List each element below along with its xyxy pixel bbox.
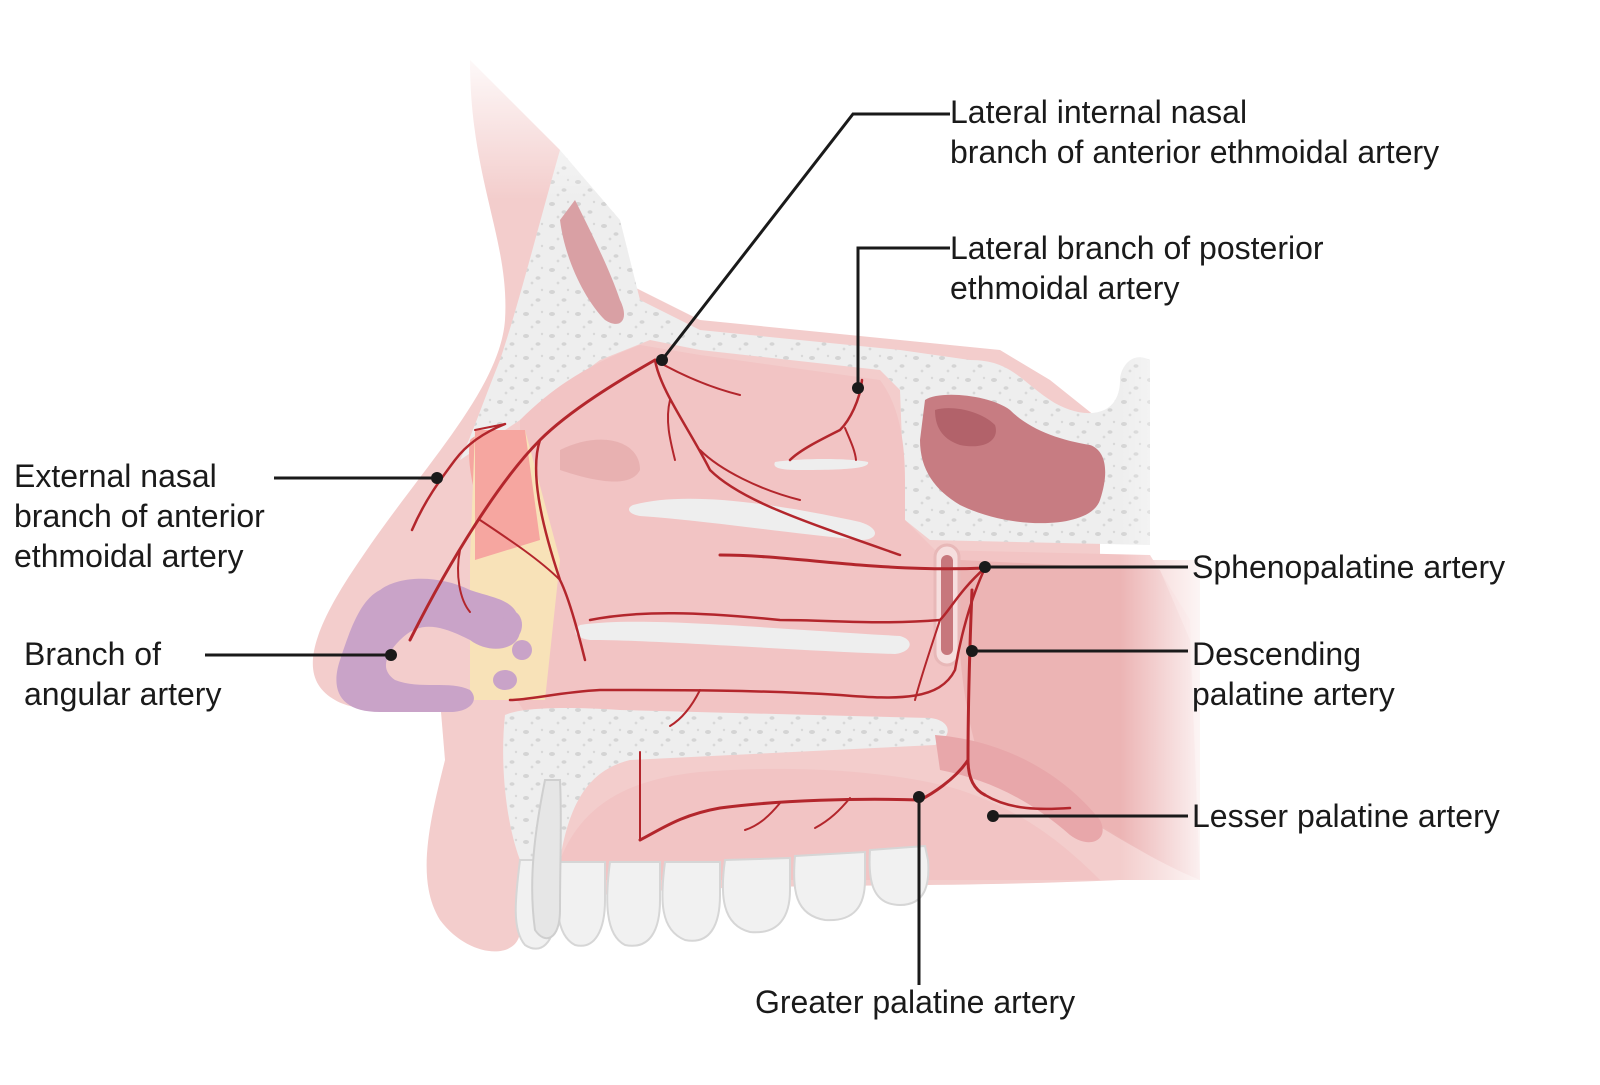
label-line: Lateral branch of posterior [950, 230, 1324, 266]
label-sphenopalatine-artery: Sphenopalatine artery [1192, 547, 1505, 587]
incisor [531, 779, 562, 940]
label-line: Sphenopalatine artery [1192, 549, 1506, 585]
label-line: Greater palatine artery [755, 984, 1076, 1020]
label-line: branch of anterior ethmoidal artery [950, 134, 1440, 170]
label-lateral-internal-nasal-branch: Lateral internal nasal branch of anterio… [950, 92, 1439, 172]
label-line: Branch of [24, 636, 161, 672]
middle-turbinate [628, 498, 875, 540]
label-line: Lateral internal nasal [950, 94, 1248, 130]
label-line: branch of anterior [14, 498, 265, 534]
label-descending-palatine-artery: Descending palatine artery [1192, 634, 1395, 714]
label-line: ethmoidal artery [14, 538, 244, 574]
arteries [408, 358, 1072, 842]
label-line: Lesser palatine artery [1192, 798, 1500, 834]
label-line: palatine artery [1192, 676, 1395, 712]
label-line: External nasal [14, 458, 217, 494]
label-greater-palatine-artery: Greater palatine artery [755, 982, 1075, 1022]
label-line: angular artery [24, 676, 222, 712]
label-lateral-branch-posterior-ethmoidal: Lateral branch of posterior ethmoidal ar… [950, 228, 1324, 308]
leader-lines [205, 112, 1188, 985]
label-line: Descending [1192, 636, 1361, 672]
label-line: ethmoidal artery [950, 270, 1180, 306]
label-external-nasal-branch: External nasal branch of anterior ethmoi… [14, 456, 265, 576]
superior-turbinate [774, 459, 869, 470]
frontal-sinus [560, 200, 625, 324]
leader-dots [385, 354, 999, 822]
label-branch-of-angular-artery: Branch of angular artery [24, 634, 221, 714]
alar-cartilage [336, 578, 520, 712]
inferior-turbinate [575, 621, 910, 654]
label-lesser-palatine-artery: Lesser palatine artery [1192, 796, 1500, 836]
